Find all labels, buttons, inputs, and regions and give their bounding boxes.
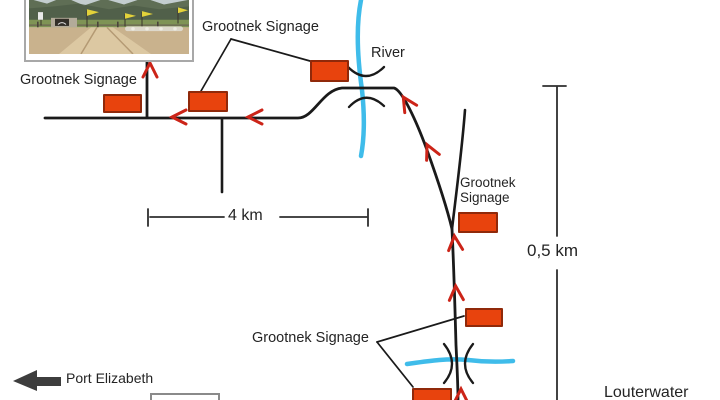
signage-marker <box>412 388 452 400</box>
main-road <box>43 86 460 400</box>
vertical-scale-line <box>542 85 567 400</box>
signage-label-right-line1: Grootnek <box>460 175 516 190</box>
louterwater-label: Louterwater <box>604 384 689 400</box>
farm-gate-photo-image <box>29 0 189 54</box>
signage-label-bottom: Grootnek Signage <box>252 330 369 346</box>
port-elizabeth-arrow-icon <box>13 370 61 391</box>
signage-marker <box>458 212 498 233</box>
river-lower <box>404 357 516 367</box>
distance-label-4km: 4 km <box>228 207 263 224</box>
signage-marker <box>465 308 503 327</box>
route-direction-arrow-icon <box>244 108 264 126</box>
leader-lines <box>200 38 465 388</box>
bridge-icon <box>442 342 475 385</box>
signage-marker <box>188 91 228 112</box>
signage-label-top-left: Grootnek Signage <box>20 72 137 88</box>
signage-label-top-center: Grootnek Signage <box>202 19 319 35</box>
distance-label-05km: 0,5 km <box>527 241 579 260</box>
port-elizabeth-label: Port Elizabeth <box>66 370 154 386</box>
route-direction-arrow-icon <box>447 282 465 302</box>
horizontal-scale-line <box>147 208 369 227</box>
river-label: River <box>371 45 405 61</box>
route-direction-arrow-icon <box>453 385 469 400</box>
cutoff-inset-box <box>150 393 220 400</box>
route-direction-arrow-icon <box>447 232 465 253</box>
signage-label-right-line2: Signage <box>460 189 510 205</box>
signage-marker <box>310 60 349 82</box>
signage-marker <box>103 94 142 113</box>
route-direction-arrow-icon <box>425 141 441 162</box>
signage-label-right: Grootnek Signage <box>460 175 516 205</box>
route-direction-arrow-icon <box>401 94 419 115</box>
river-upper <box>355 0 367 159</box>
route-direction-arrow-icon <box>141 59 159 79</box>
route-direction-arrow-icon <box>168 108 188 126</box>
fork-branch-road <box>450 108 467 231</box>
bridge-icon <box>346 65 386 109</box>
farm-gate-photo <box>24 0 194 62</box>
